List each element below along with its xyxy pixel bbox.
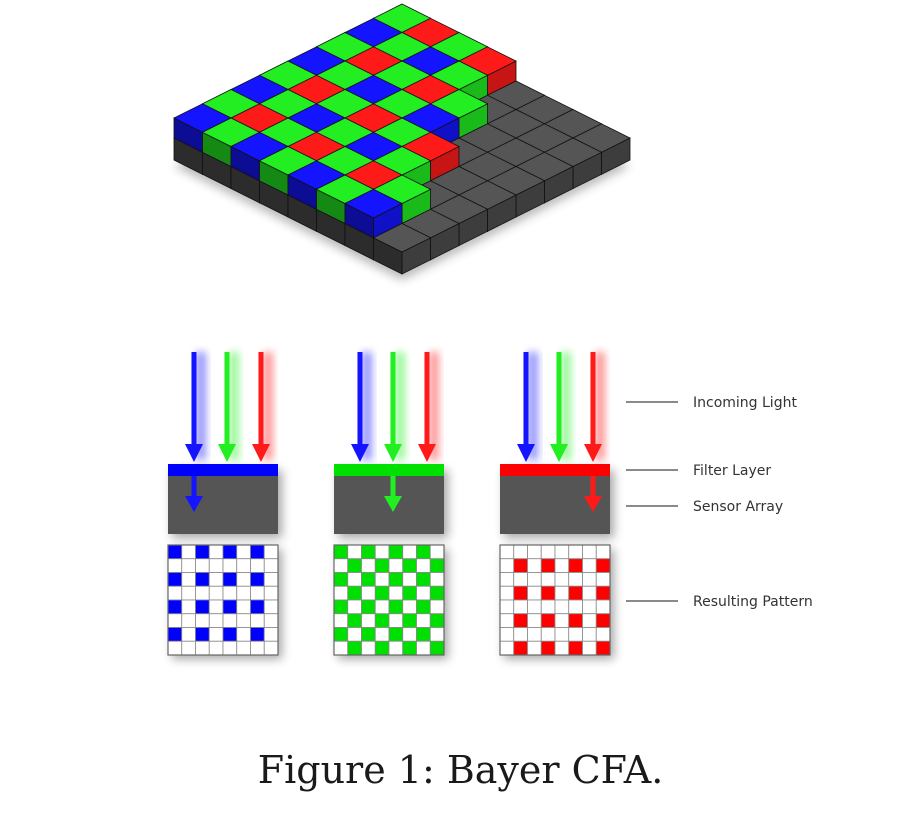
incoming-light-arrow xyxy=(584,352,605,462)
incoming-light-arrow xyxy=(185,352,206,462)
sensor-array-label: Sensor Array xyxy=(693,499,783,515)
transmitted-light-arrow xyxy=(185,476,203,512)
incoming-light-arrow xyxy=(550,352,571,462)
resulting-pattern-grid xyxy=(499,544,611,656)
incoming-light-arrow xyxy=(418,352,439,462)
transmitted-light-arrow xyxy=(384,476,402,512)
resulting-pattern-label: Resulting Pattern xyxy=(693,594,813,610)
callouts: Incoming Light Filter Layer Sensor Array… xyxy=(626,395,813,610)
panel-green xyxy=(333,352,448,659)
panel-blue xyxy=(167,352,282,659)
transmitted-light-arrow xyxy=(584,476,602,512)
incoming-light-arrow xyxy=(218,352,239,462)
resulting-pattern-grid xyxy=(167,544,279,656)
filter-layer-label: Filter Layer xyxy=(693,463,771,479)
filter-panels xyxy=(167,352,614,659)
figure-caption: Figure 1: Bayer CFA. xyxy=(257,748,664,792)
incoming-light-arrow xyxy=(517,352,538,462)
filter-strip xyxy=(500,464,610,476)
filter-strip xyxy=(168,464,278,476)
bayer-cfa-figure: Incoming Light Filter Layer Sensor Array… xyxy=(167,3,813,659)
incoming-light-label: Incoming Light xyxy=(693,395,797,411)
filter-strip xyxy=(334,464,444,476)
mosaic-cell xyxy=(372,223,432,275)
isometric-bayer-mosaic xyxy=(173,3,631,280)
panel-red xyxy=(499,352,614,659)
incoming-light-arrow xyxy=(351,352,372,462)
resulting-pattern-grid xyxy=(333,544,445,656)
incoming-light-arrow xyxy=(252,352,273,462)
incoming-light-arrow xyxy=(384,352,405,462)
